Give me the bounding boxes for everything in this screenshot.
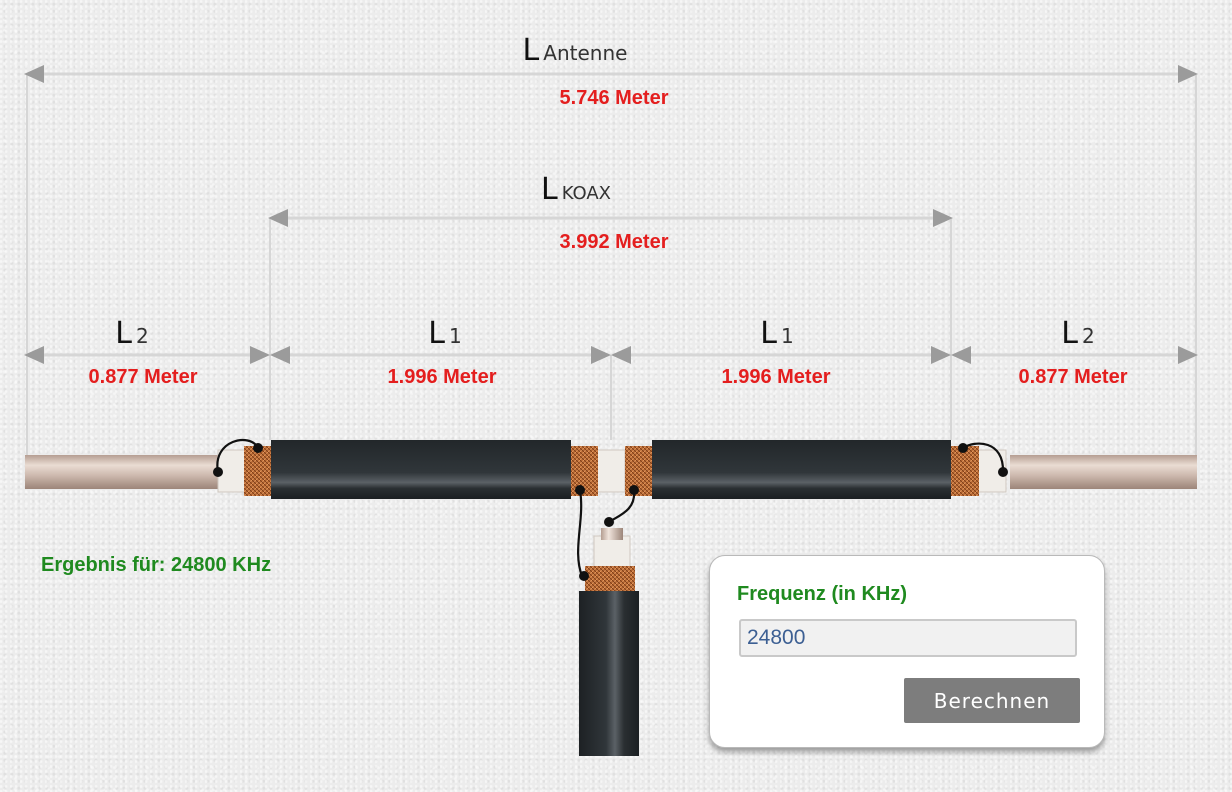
segment-l2-right-value: 0.877 Meter — [1018, 366, 1128, 388]
segment-l1-right-value: 1.996 Meter — [721, 366, 831, 388]
result-text: Ergebnis für: 24800 KHz — [41, 554, 272, 576]
segment-l2-left-value: 0.877 Meter — [88, 366, 198, 388]
koax-length-value: 3.992 Meter — [559, 231, 669, 253]
frequency-form: Frequenz (in KHz) Berechnen — [709, 555, 1105, 748]
antenne-length-value: 5.746 Meter — [559, 87, 669, 109]
calculate-button[interactable]: Berechnen — [904, 678, 1080, 723]
segment-l1-left-value: 1.996 Meter — [387, 366, 497, 388]
frequency-label: Frequenz (in KHz) — [737, 583, 907, 605]
frequency-input[interactable] — [739, 619, 1077, 657]
